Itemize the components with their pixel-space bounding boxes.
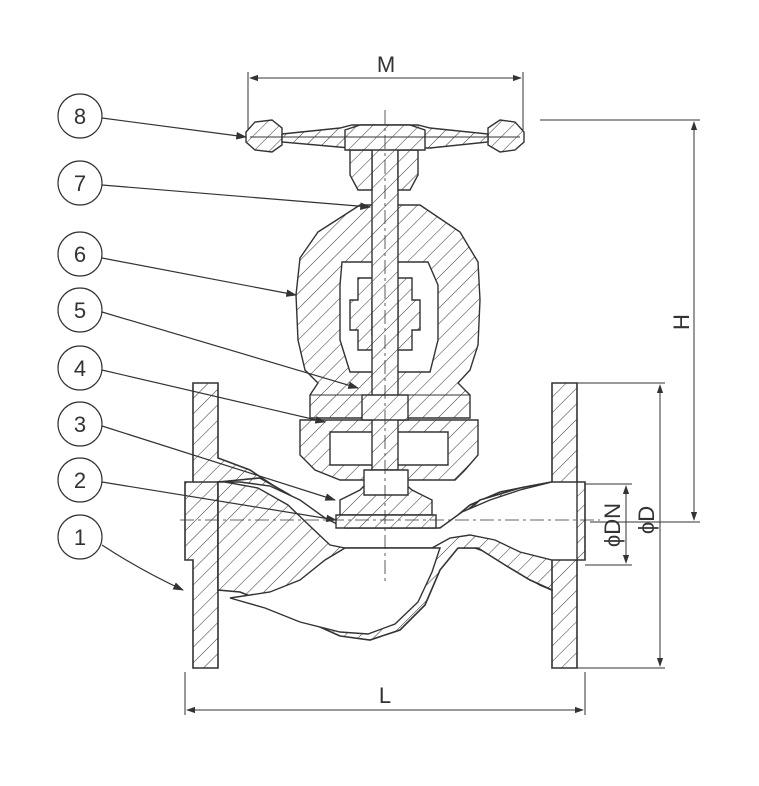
dimension-H: H xyxy=(540,119,700,523)
callout-8: 8 xyxy=(57,93,103,139)
callout-8-label: 8 xyxy=(74,104,86,129)
dim-M-label: M xyxy=(377,52,395,77)
leader-2 xyxy=(101,481,338,523)
stem-collar-right xyxy=(397,149,419,191)
callout-4-label: 4 xyxy=(74,356,86,381)
callout-3: 3 xyxy=(57,401,103,447)
seat-ring xyxy=(335,514,437,529)
leader-3 xyxy=(101,425,337,501)
leader-5 xyxy=(101,311,360,389)
dimension-L: L xyxy=(184,672,586,715)
callout-1-label: 1 xyxy=(74,525,86,550)
disc-assembly xyxy=(335,469,437,529)
leader-6 xyxy=(101,257,298,297)
dim-D-label: ϕD xyxy=(634,506,659,534)
callout-6-label: 6 xyxy=(74,242,86,267)
leader-1 xyxy=(101,544,184,591)
dim-H-label: H xyxy=(669,314,694,330)
callout-7: 7 xyxy=(57,160,103,206)
callout-2-label: 2 xyxy=(74,468,86,493)
callout-4: 4 xyxy=(57,345,103,391)
stem-collar xyxy=(349,149,373,191)
packing-ring xyxy=(361,394,409,421)
callout-6: 6 xyxy=(57,231,103,277)
disc-holder xyxy=(363,469,409,496)
handwheel-left-rim xyxy=(245,119,283,153)
body-cavity xyxy=(229,547,441,635)
callout-5-label: 5 xyxy=(74,298,86,323)
dimension-D: ϕD xyxy=(577,382,665,669)
callout-7-label: 7 xyxy=(74,171,86,196)
callout-1: 1 xyxy=(57,514,103,560)
callout-3-label: 3 xyxy=(74,412,86,437)
callout-5: 5 xyxy=(57,287,103,333)
dimension-DN: ϕDN xyxy=(585,483,632,566)
callout-2: 2 xyxy=(57,457,103,503)
dim-L-label: L xyxy=(379,683,391,708)
dim-DN-label: ϕDN xyxy=(600,503,625,547)
handwheel-right-rim xyxy=(487,119,525,153)
leader-4 xyxy=(101,369,327,424)
leader-7 xyxy=(101,184,372,210)
leader-8 xyxy=(101,117,248,140)
dimension-M: M xyxy=(247,52,524,130)
